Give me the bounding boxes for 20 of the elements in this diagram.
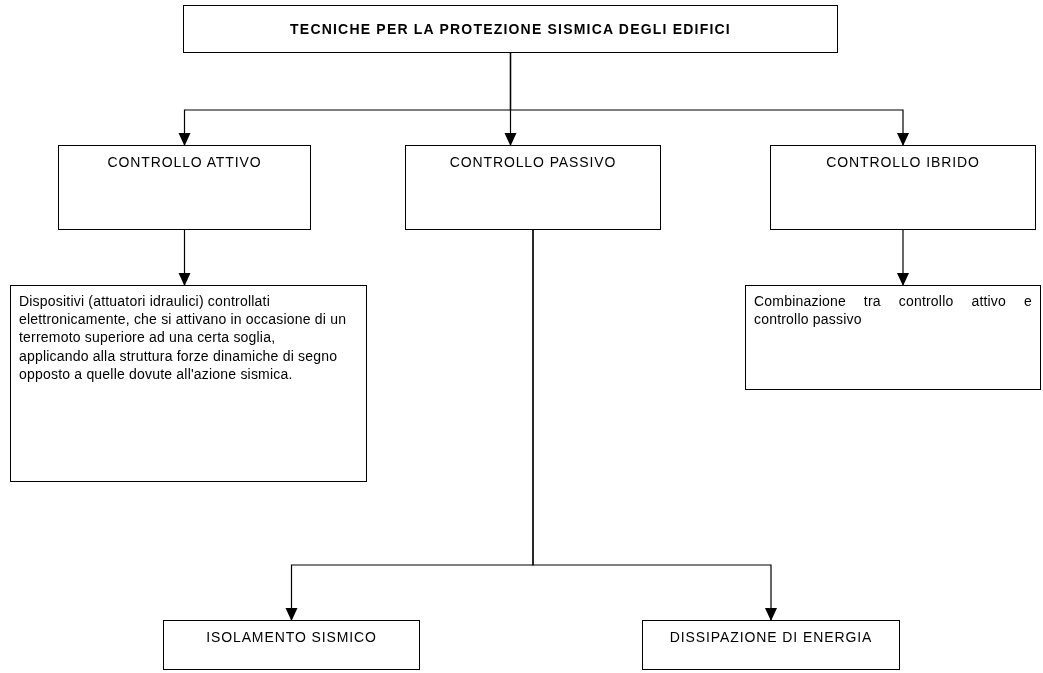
title-text: TECNICHE PER LA PROTEZIONE SISMICA DEGLI EDIFICI bbox=[289, 20, 732, 39]
arrow bbox=[532, 229, 777, 621]
description-text: Combinazione tra controllo attivo e controllo passivo bbox=[754, 292, 1032, 329]
text-box bbox=[163, 620, 420, 670]
arrow bbox=[509, 52, 909, 146]
text-box bbox=[58, 145, 311, 230]
text-box bbox=[10, 285, 367, 482]
text-box bbox=[770, 145, 1036, 230]
description-text: Dispositivi (attuatori idraulici) controllati elettronicamente, che si attivano in occasione di un terremoto superiore ad una certa soglia, applicando alla struttura forze dinamiche di segno opposto a quelle dovute all'azione sismica. bbox=[19, 292, 348, 383]
node-label: DISSIPAZIONE DI ENERGIA bbox=[668, 628, 874, 647]
node-label: CONTROLLO IBRIDO bbox=[825, 153, 981, 172]
text-box bbox=[745, 285, 1041, 390]
text-box bbox=[642, 620, 900, 670]
node-label: ISOLAMENTO SISMICO bbox=[205, 628, 378, 647]
title-box bbox=[183, 5, 838, 53]
arrow bbox=[897, 229, 909, 286]
arrow bbox=[178, 229, 191, 286]
node-label: CONTROLLO ATTIVO bbox=[106, 153, 263, 172]
node-label: CONTROLLO PASSIVO bbox=[448, 153, 618, 172]
text-box bbox=[405, 145, 661, 230]
